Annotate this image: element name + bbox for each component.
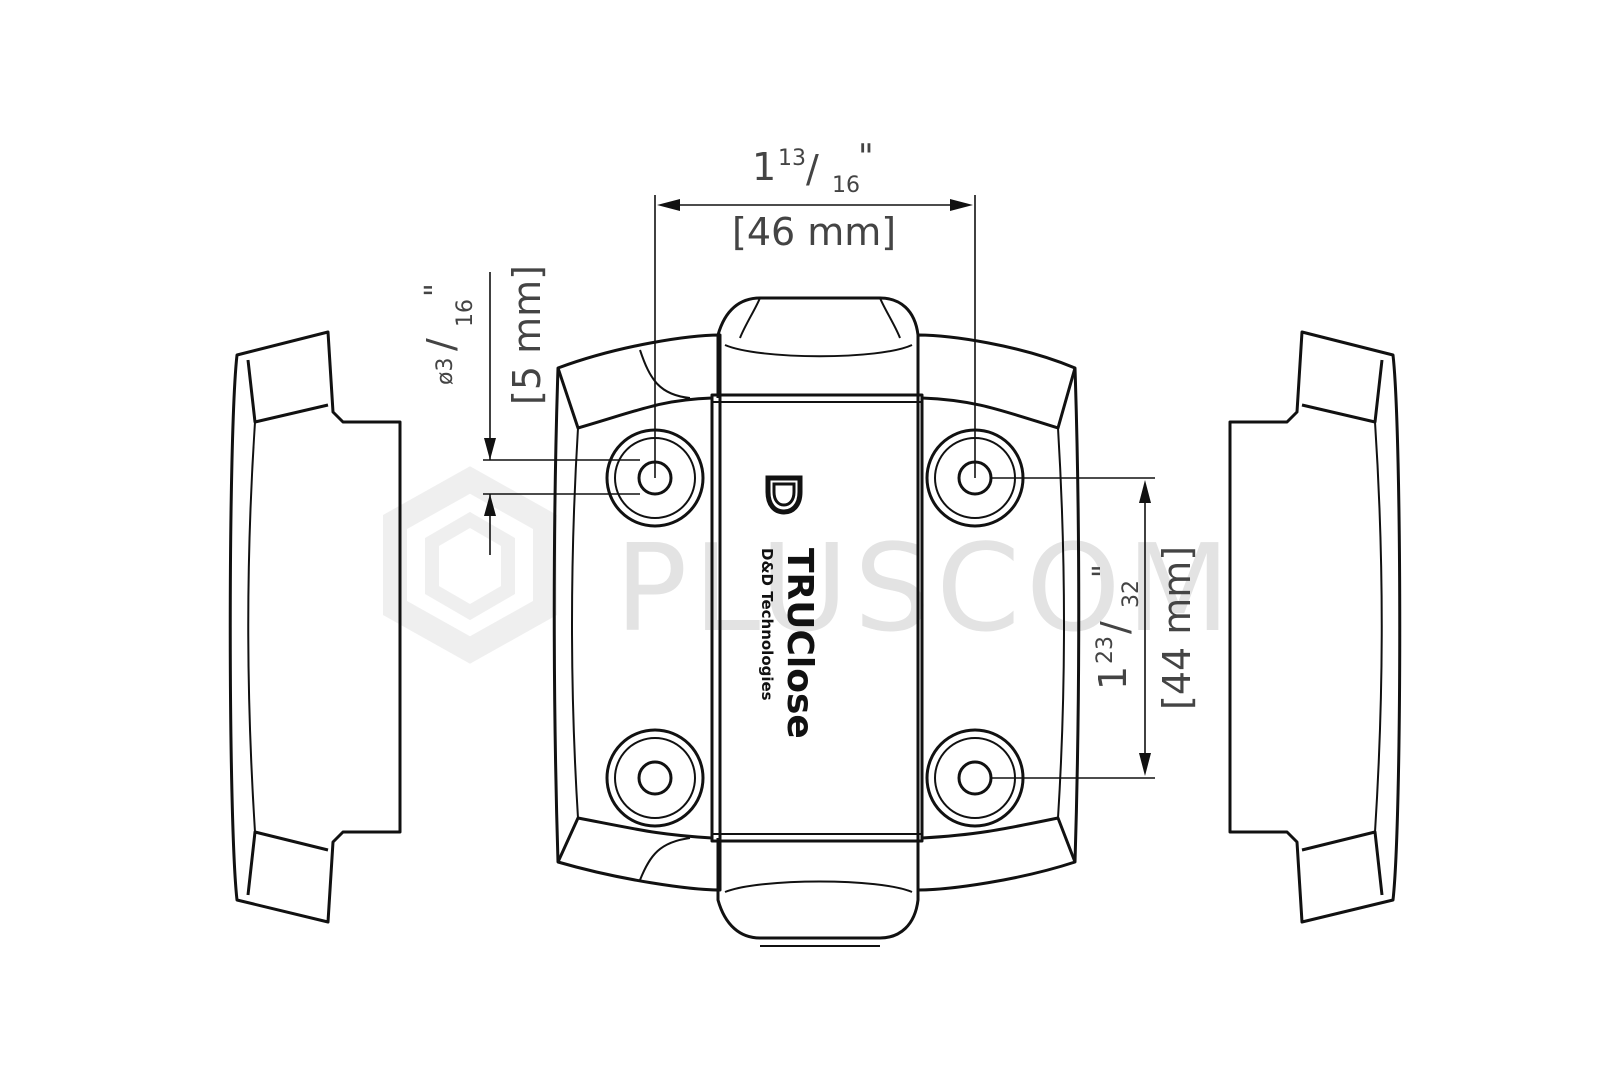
dimension-vertical-whole: 1 bbox=[1091, 666, 1135, 690]
dimension-hole-metric: [5 mm] bbox=[505, 265, 549, 405]
dimension-vertical-spacing: 1 23 / 32 " [44 mm] bbox=[990, 477, 1199, 779]
dimension-horizontal-metric: [46 mm] bbox=[732, 210, 896, 254]
dimension-hole-slash: / bbox=[419, 338, 463, 351]
left-bracket bbox=[228, 330, 402, 924]
dimension-vertical-numerator: 23 bbox=[1093, 636, 1118, 664]
dimension-hole-diameter: ø3 / 16 " [5 mm] bbox=[419, 265, 640, 555]
dimension-vertical-metric: [44 mm] bbox=[1155, 546, 1199, 710]
hinge-body bbox=[552, 296, 1081, 947]
brand-product-name: TRUClose bbox=[779, 548, 820, 739]
brand-logo: TRUClose D&D Technologies bbox=[758, 475, 820, 739]
dimension-horizontal-spacing: 1 13 / 16 " [46 mm] bbox=[654, 137, 976, 478]
screw-hole-bottom-left bbox=[605, 728, 705, 828]
dimension-hole-unit: " bbox=[419, 283, 454, 297]
right-bracket bbox=[1228, 330, 1402, 924]
dd-logo-icon bbox=[765, 475, 803, 515]
dimension-vertical-denominator: 32 bbox=[1119, 580, 1144, 608]
dimension-horizontal-whole: 1 bbox=[752, 145, 776, 189]
dimension-horizontal-slash: / bbox=[806, 147, 819, 191]
dimension-hole-prefix: ø3 bbox=[433, 358, 458, 385]
dimension-horizontal-numerator: 13 bbox=[778, 146, 806, 171]
dimension-vertical-unit: " bbox=[1087, 564, 1122, 578]
dimension-horizontal-unit: " bbox=[858, 137, 874, 177]
brand-maker-name: D&D Technologies bbox=[758, 548, 776, 701]
watermark-hexagon-icon bbox=[383, 466, 557, 664]
dimension-hole-denominator: 16 bbox=[453, 299, 478, 327]
dimension-vertical-slash: / bbox=[1093, 621, 1137, 634]
dimension-horizontal-denominator: 16 bbox=[832, 173, 860, 198]
